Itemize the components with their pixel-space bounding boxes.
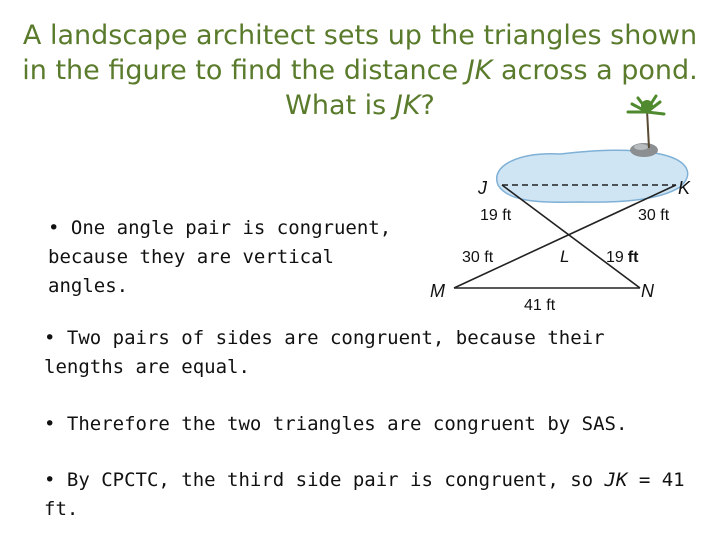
segment-km <box>453 184 677 289</box>
length-nl-unit: ft <box>628 249 639 266</box>
pond-shape <box>495 149 689 203</box>
bullet-sas: • Therefore the two triangles are congru… <box>44 413 628 435</box>
tree-icon <box>626 94 666 149</box>
bullet-cpctc-var-jk: JK <box>604 469 628 491</box>
page-title: A landscape architect sets up the triang… <box>20 18 700 123</box>
point-n-label: N <box>641 281 655 301</box>
point-k-label: K <box>678 178 691 198</box>
segment-jn <box>501 184 641 289</box>
bullet-congruent-sides: • Two pairs of sides are congruent, beca… <box>44 327 605 378</box>
bullet-vertical-angles: • One angle pair is congruent, because t… <box>48 217 392 297</box>
point-m-label: M <box>430 281 445 301</box>
length-mn-label: 41 ft <box>524 297 556 314</box>
length-nl-value: 19 <box>606 249 624 266</box>
title-text-2: across a pond. What is <box>285 55 698 121</box>
title-text-1: A landscape architect sets up the triang… <box>22 20 698 86</box>
point-l-label: L <box>560 247 569 266</box>
length-jl-label: 19 ft <box>480 207 512 224</box>
title-var-jk: JK <box>466 55 493 86</box>
bullet-cpctc-text-2: = 41 ft. <box>44 469 685 520</box>
bullet-cpctc-text-1: • By CPCTC, the third side pair is congr… <box>44 469 605 491</box>
length-ml-label: 30 ft <box>462 249 494 266</box>
title-var-jk-2: JK <box>394 90 421 121</box>
length-kl-label: 30 ft <box>638 207 670 224</box>
point-j-label: J <box>477 178 488 198</box>
bullet-cpctc: • By CPCTC, the third side pair is congr… <box>44 466 704 524</box>
title-text-3: ? <box>420 90 435 121</box>
